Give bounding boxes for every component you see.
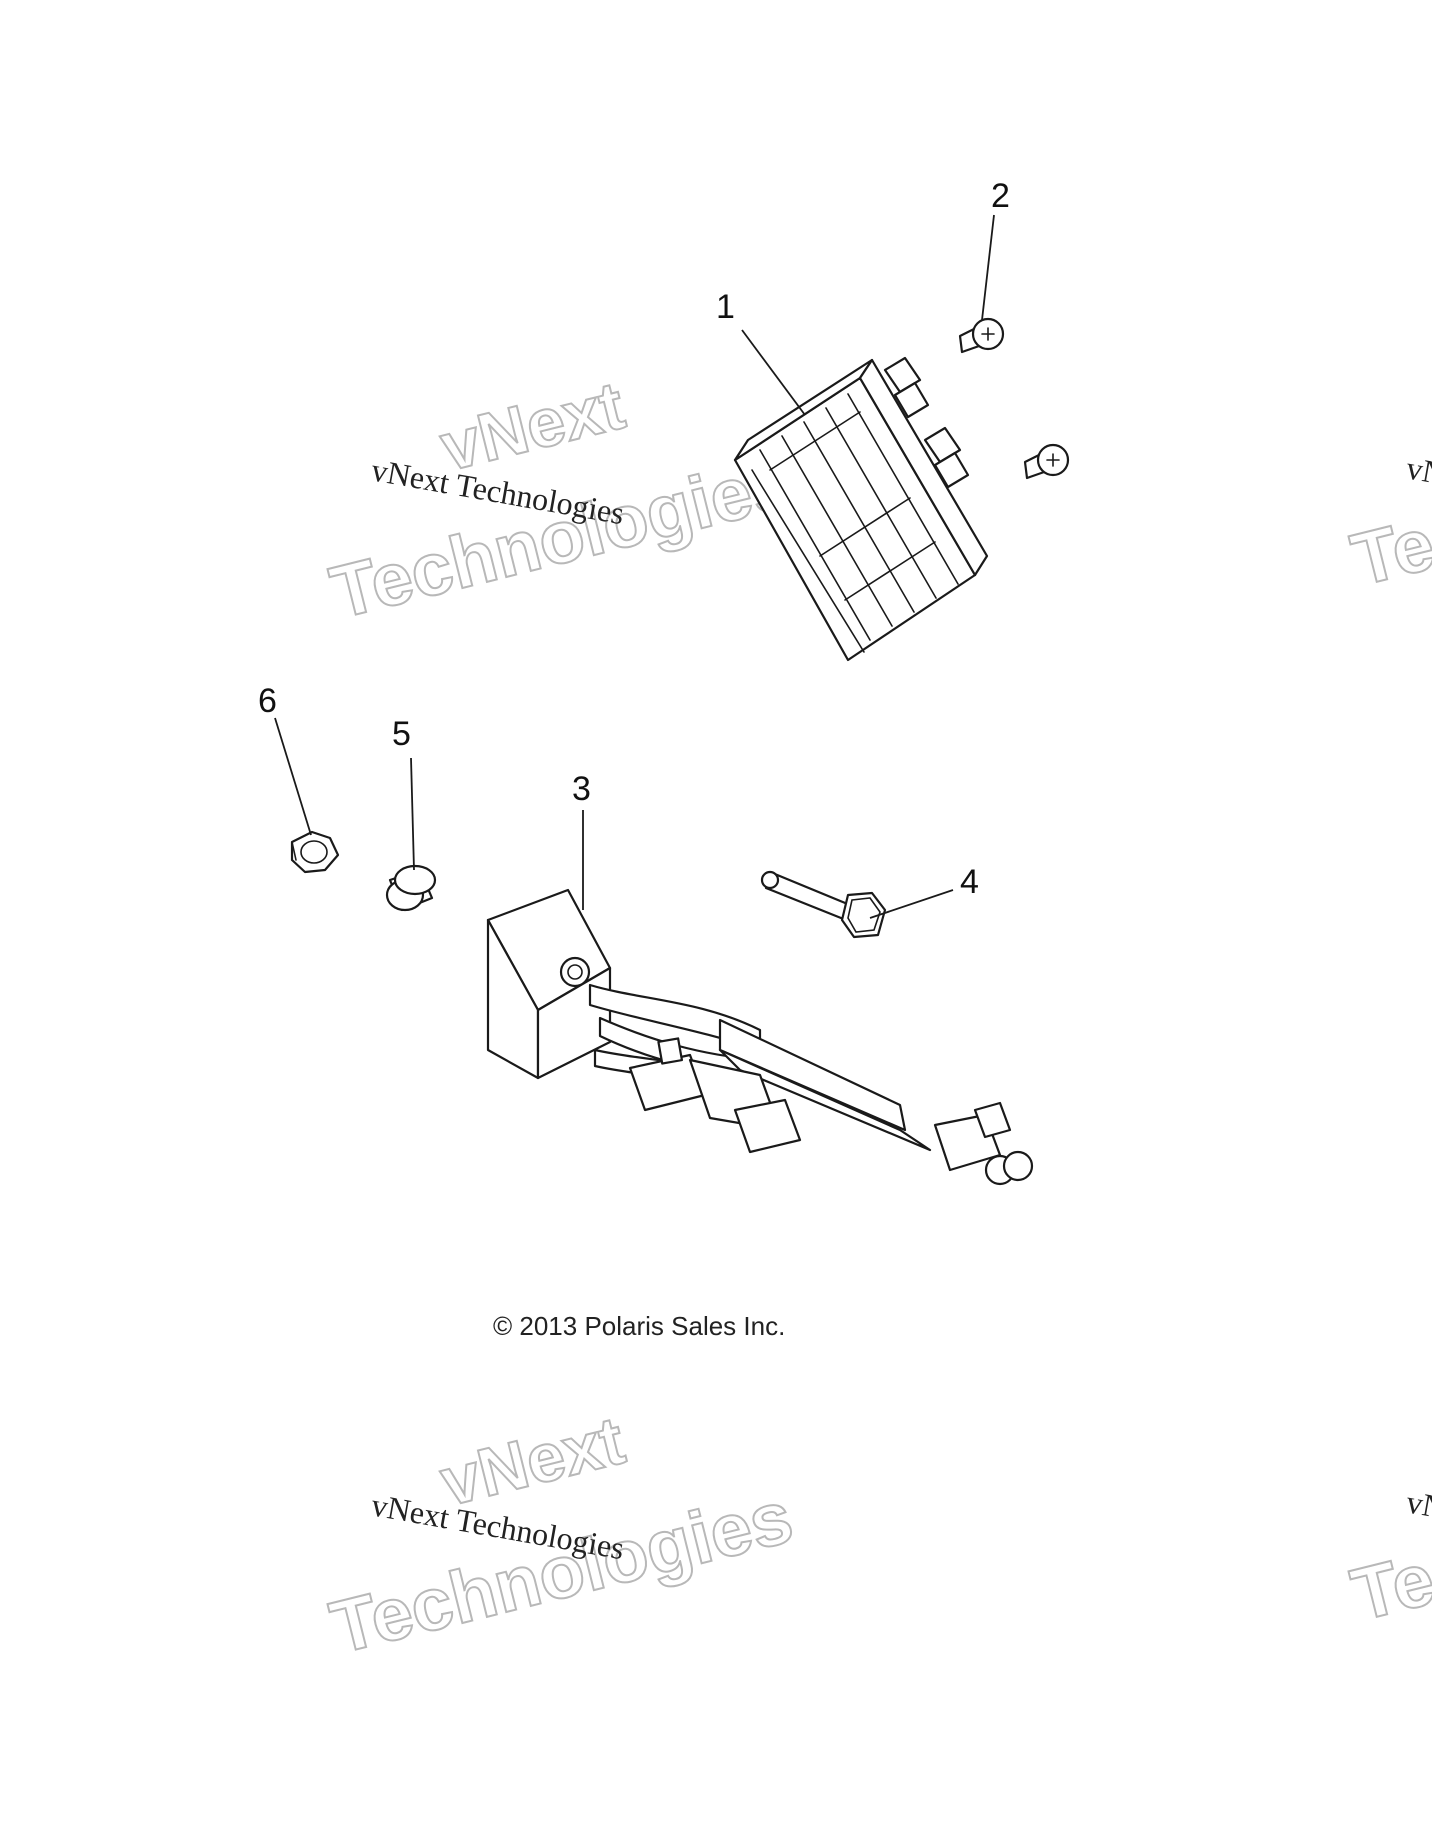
part-5-bushing (385, 864, 437, 912)
watermark-bottom-left: vNext Technologies vNext Technologies (322, 1401, 802, 1670)
callout-4: 4 (960, 863, 979, 901)
watermark-top-right: Technologies vNext Technologies (1343, 406, 1432, 603)
part-2-screw-lower (1023, 443, 1070, 480)
part-3-module-harness (486, 888, 1034, 1186)
watermark-outline-technologies: Technologies (1344, 1442, 1432, 1637)
part-4-bolt (760, 870, 887, 939)
leader-5 (410, 757, 415, 871)
leader-6 (274, 717, 312, 836)
callout-2: 2 (991, 177, 1010, 215)
leader-1 (741, 329, 806, 416)
watermark-outline-technologies: Technologies (1344, 407, 1432, 602)
leader-4 (869, 889, 954, 919)
copyright-text: © 2013 Polaris Sales Inc. (493, 1311, 785, 1341)
part-2-screw-upper (958, 317, 1005, 354)
callout-3: 3 (572, 770, 591, 808)
watermark-bottom-right: Technologies vNext Technologies (1343, 1441, 1432, 1638)
callout-6: 6 (258, 682, 277, 720)
leader-2 (981, 214, 995, 321)
part-1-voltage-regulator (733, 356, 989, 662)
watermark-top-left: vNext Technologies vNext Technologies (322, 366, 802, 635)
part-6-nut (290, 830, 340, 874)
callout-5: 5 (392, 715, 411, 753)
leader-lines (274, 214, 995, 919)
callout-1: 1 (716, 288, 735, 326)
